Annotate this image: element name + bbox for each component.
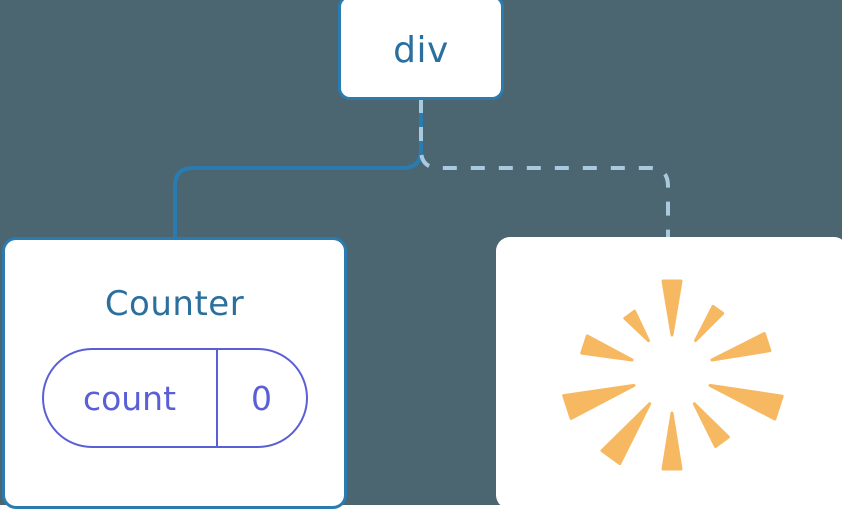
burst-ray-6 — [600, 402, 652, 466]
state-pill-key: count — [82, 378, 177, 418]
node-counter[interactable]: Counter count 0 — [2, 237, 347, 509]
burst-ray-9 — [623, 309, 650, 343]
burst-ray-8 — [580, 334, 634, 362]
sparkle-burst-icon — [562, 279, 784, 471]
edge-div-to-sparkle — [419, 99, 670, 240]
burst-ray-3 — [708, 383, 784, 421]
burst-ray-2 — [710, 332, 772, 362]
node-div-label: div — [393, 29, 449, 71]
burst-ray-1 — [694, 304, 725, 343]
node-sparkle[interactable] — [496, 237, 842, 509]
burst-ray-4 — [692, 402, 730, 448]
burst-ray-7 — [562, 383, 636, 420]
burst-ray-5 — [661, 411, 683, 471]
state-pill-divider — [215, 350, 218, 446]
node-counter-label: Counter — [104, 284, 245, 324]
state-pill-count[interactable]: count 0 — [41, 348, 308, 448]
state-pill-value: 0 — [251, 378, 272, 418]
burst-ray-0 — [661, 279, 683, 337]
node-div[interactable]: div — [338, 0, 504, 100]
edge-div-to-counter — [173, 99, 423, 240]
